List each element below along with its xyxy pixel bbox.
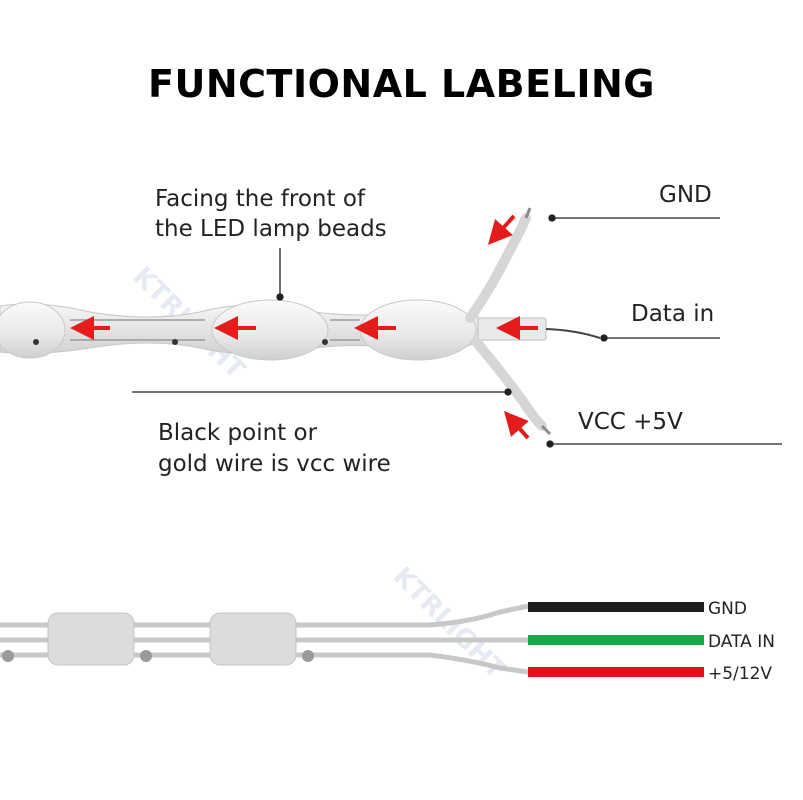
led-bead [211,299,329,361]
direction-arrows [70,214,538,440]
vcc-dot [322,339,328,345]
vcc-dot [33,339,39,345]
gnd-wire-label: GND [708,599,747,619]
data-in-wire [528,635,704,645]
data-in-label: Data in [631,301,714,327]
leader-lines [132,214,782,448]
vcc-wire-label: +5/12V [708,664,772,684]
vcc-dot [172,339,178,345]
front-note-line-1: Facing the front of [155,186,366,212]
led-chip [47,612,135,666]
arrow-icon [487,214,516,245]
vcc-label: VCC +5V [578,409,683,435]
bottom-led-strip [0,603,529,675]
vcc-wire [528,667,704,677]
arrow-icon [504,411,530,440]
front-note-line-2: the LED lamp beads [155,216,387,242]
vcc-note-line-2: gold wire is vcc wire [158,451,391,477]
vcc-note-line-1: Black point or [158,420,318,446]
page-title: FUNCTIONAL LABELING [148,62,655,106]
gnd-wire [528,602,704,612]
wire-color-legend: GND DATA IN +5/12V [528,599,775,684]
gnd-label: GND [659,182,712,208]
led-bead [0,301,66,359]
data-in-wire-label: DATA IN [708,632,775,652]
led-chip [209,612,297,666]
